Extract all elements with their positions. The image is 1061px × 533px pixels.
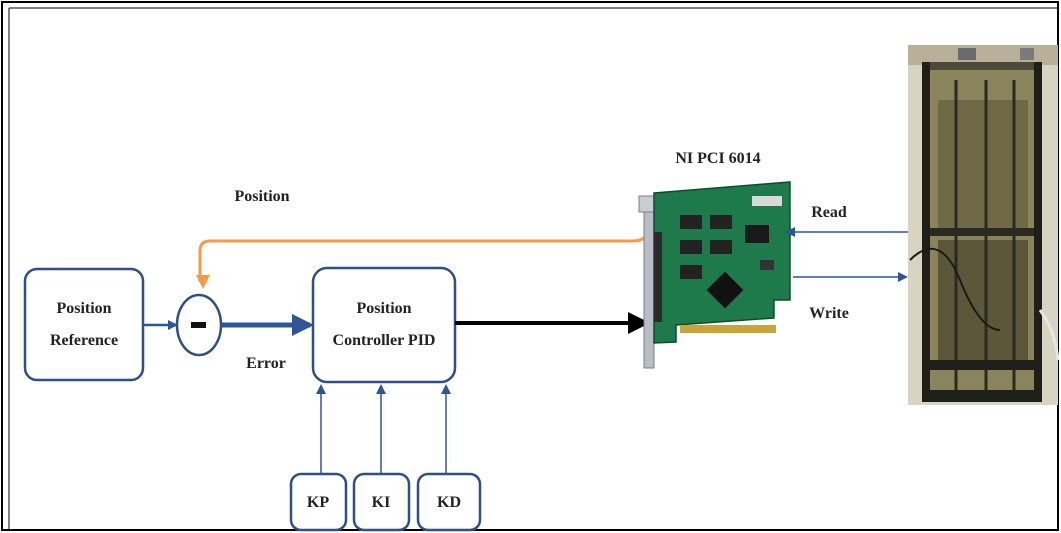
minus-sign bbox=[191, 322, 206, 328]
write-label: Write bbox=[809, 305, 849, 322]
error-label: Error bbox=[246, 355, 286, 372]
controller-label-1: Position bbox=[356, 300, 411, 317]
ki-label: KI bbox=[372, 494, 391, 511]
position-controller-pid-block: Position Controller PID bbox=[311, 266, 457, 384]
position-reference-label-2: Reference bbox=[50, 332, 118, 349]
daq-card-label: NI PCI 6014 bbox=[675, 150, 760, 167]
summing-junction bbox=[175, 293, 223, 357]
read-label: Read bbox=[811, 204, 847, 221]
position-reference-label-1: Position bbox=[56, 300, 111, 317]
plant-rig-photo bbox=[908, 45, 1060, 405]
kp-label: KP bbox=[307, 494, 329, 511]
kd-label: KD bbox=[437, 494, 461, 511]
controller-label-2: Controller PID bbox=[333, 332, 436, 349]
position-feedback-label: Position bbox=[234, 188, 289, 205]
kd-block: KD bbox=[416, 472, 482, 532]
position-reference-block: Position Reference bbox=[23, 267, 145, 382]
daq-card-image bbox=[638, 181, 791, 369]
kp-block: KP bbox=[289, 472, 348, 532]
ki-block: KI bbox=[352, 472, 411, 532]
